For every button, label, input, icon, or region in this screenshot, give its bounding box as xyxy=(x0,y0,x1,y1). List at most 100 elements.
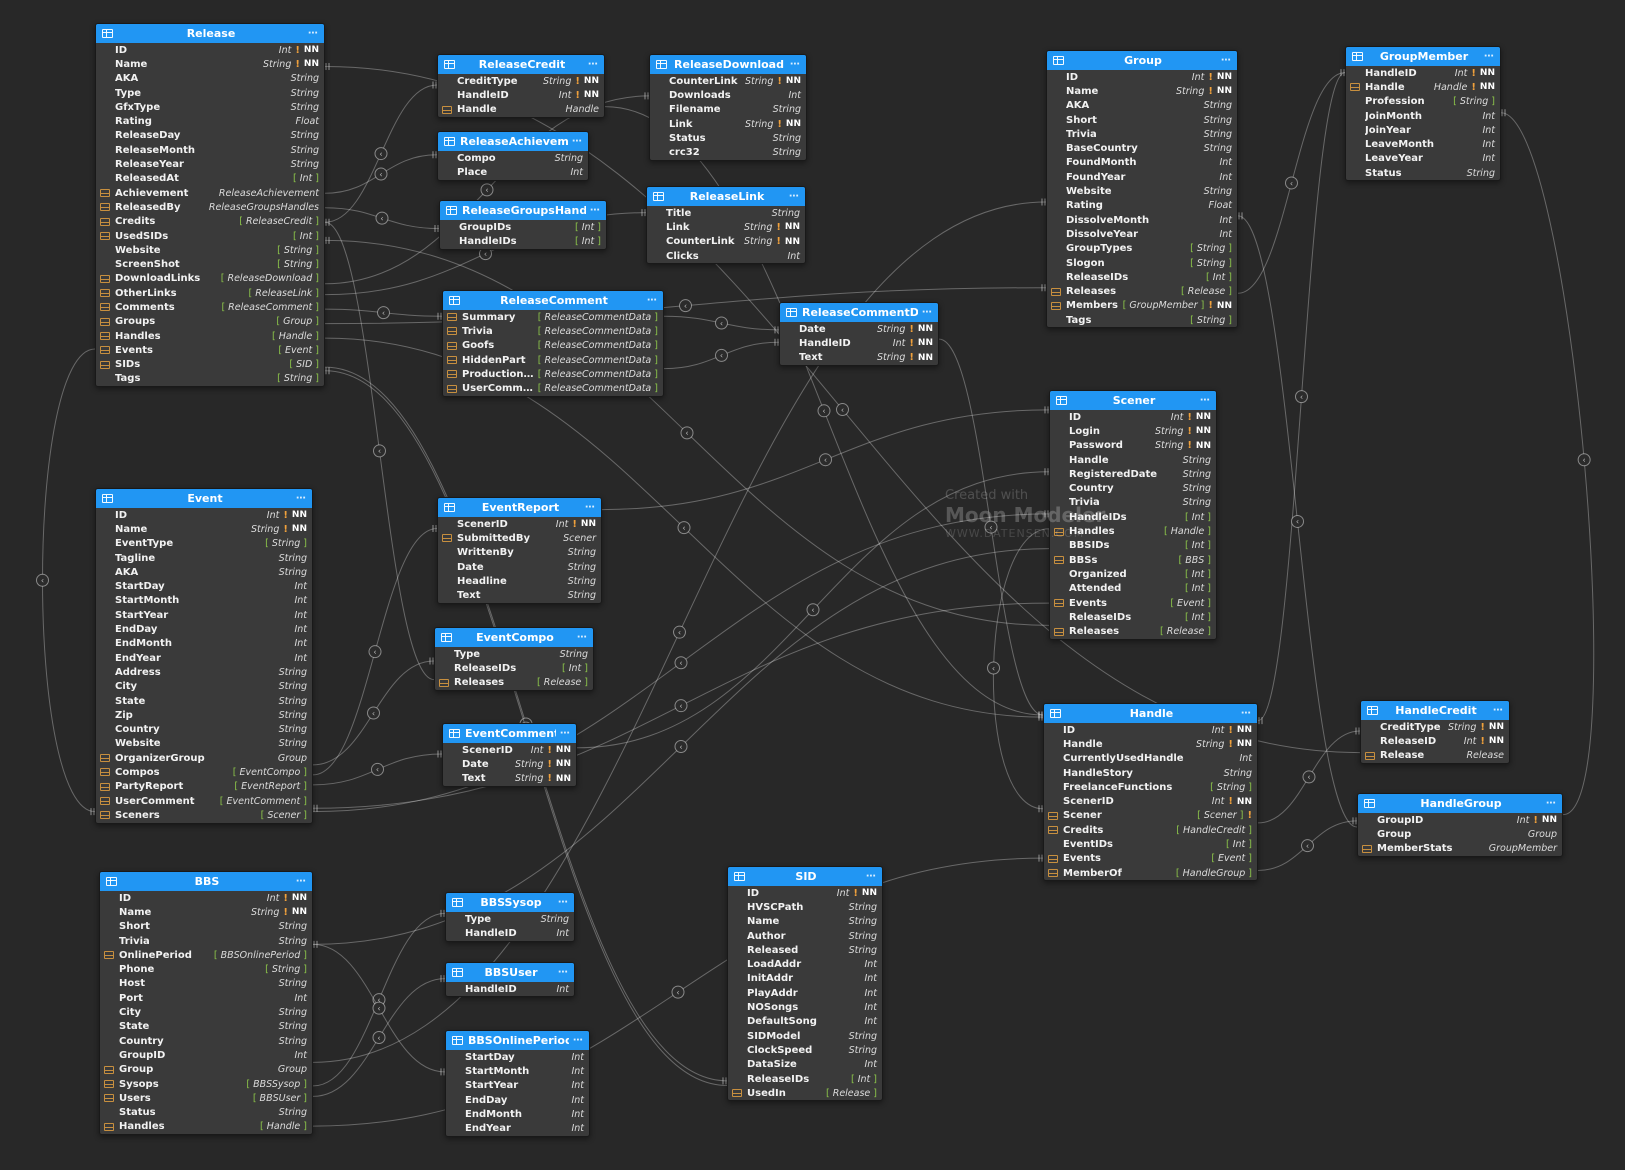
field-row-groupmember-profession[interactable]: Profession[ String ] xyxy=(1346,95,1500,109)
table-header[interactable]: EventReport⋯ xyxy=(438,498,601,517)
field-row-sid-releaseids[interactable]: ReleaseIDs[ Int ] xyxy=(728,1072,882,1086)
field-row-release-events[interactable]: Events[ Event ] xyxy=(96,343,324,357)
field-row-release-downloadlinks[interactable]: DownloadLinks[ ReleaseDownload ] xyxy=(96,272,324,286)
field-row-event-compos[interactable]: Compos[ EventCompo ] xyxy=(96,765,312,779)
field-row-group-releaseids[interactable]: ReleaseIDs[ Int ] xyxy=(1047,270,1237,284)
field-row-releasecomment-usercomment[interactable]: UserComment[ ReleaseCommentData ] xyxy=(443,381,663,395)
table-menu-icon[interactable]: ⋯ xyxy=(1484,50,1494,62)
table-menu-icon[interactable]: ⋯ xyxy=(588,58,598,70)
field-row-releasecomment-summary[interactable]: Summary[ ReleaseCommentData ] xyxy=(443,310,663,324)
field-row-scener-handles[interactable]: Handles[ Handle ] xyxy=(1050,524,1216,538)
table-menu-icon[interactable]: ⋯ xyxy=(573,1034,583,1046)
table-header[interactable]: ReleaseGroupsHandles⋯ xyxy=(440,201,606,220)
table-releasecommentdata[interactable]: ReleaseCommentData⋯DateString!NNHandleID… xyxy=(779,302,939,366)
table-releasecomment[interactable]: ReleaseComment⋯Summary[ ReleaseCommentDa… xyxy=(442,290,664,397)
table-menu-icon[interactable]: ⋯ xyxy=(1200,394,1210,406)
table-header[interactable]: BBSUser⋯ xyxy=(446,963,574,982)
field-row-release-tags[interactable]: Tags[ String ] xyxy=(96,372,324,386)
table-menu-icon[interactable]: ⋯ xyxy=(560,727,570,739)
table-menu-icon[interactable]: ⋯ xyxy=(585,501,595,513)
table-header[interactable]: BBSOnlinePeriod⋯ xyxy=(446,1031,589,1050)
field-row-event-partyreport[interactable]: PartyReport[ EventReport ] xyxy=(96,780,312,794)
table-menu-icon[interactable]: ⋯ xyxy=(1221,54,1231,66)
field-row-scener-releaseids[interactable]: ReleaseIDs[ Int ] xyxy=(1050,610,1216,624)
field-row-releasecomment-productionnote[interactable]: ProductionNote[ ReleaseCommentData ] xyxy=(443,367,663,381)
table-header[interactable]: Event⋯ xyxy=(96,489,312,508)
table-menu-icon[interactable]: ⋯ xyxy=(866,870,876,882)
table-header[interactable]: ReleaseLink⋯ xyxy=(647,187,805,206)
field-row-release-credits[interactable]: Credits[ ReleaseCredit ] xyxy=(96,215,324,229)
table-menu-icon[interactable]: ⋯ xyxy=(922,306,932,318)
field-row-handle-scener[interactable]: Scener[ Scener ]! xyxy=(1044,809,1257,823)
table-menu-icon[interactable]: ⋯ xyxy=(590,204,600,216)
field-row-group-members[interactable]: Members[ GroupMember ]!NN xyxy=(1047,299,1237,313)
field-row-group-releases[interactable]: Releases[ Release ] xyxy=(1047,284,1237,298)
field-row-handle-credits[interactable]: Credits[ HandleCredit ] xyxy=(1044,823,1257,837)
field-row-handle-freelancefunctions[interactable]: FreelanceFunctions[ String ] xyxy=(1044,780,1257,794)
field-row-handle-eventids[interactable]: EventIDs[ Int ] xyxy=(1044,837,1257,851)
table-menu-icon[interactable]: ⋯ xyxy=(1493,704,1503,716)
table-header[interactable]: Release⋯ xyxy=(96,24,324,43)
table-menu-icon[interactable]: ⋯ xyxy=(647,294,657,306)
field-row-release-sids[interactable]: SIDs[ SID ] xyxy=(96,358,324,372)
